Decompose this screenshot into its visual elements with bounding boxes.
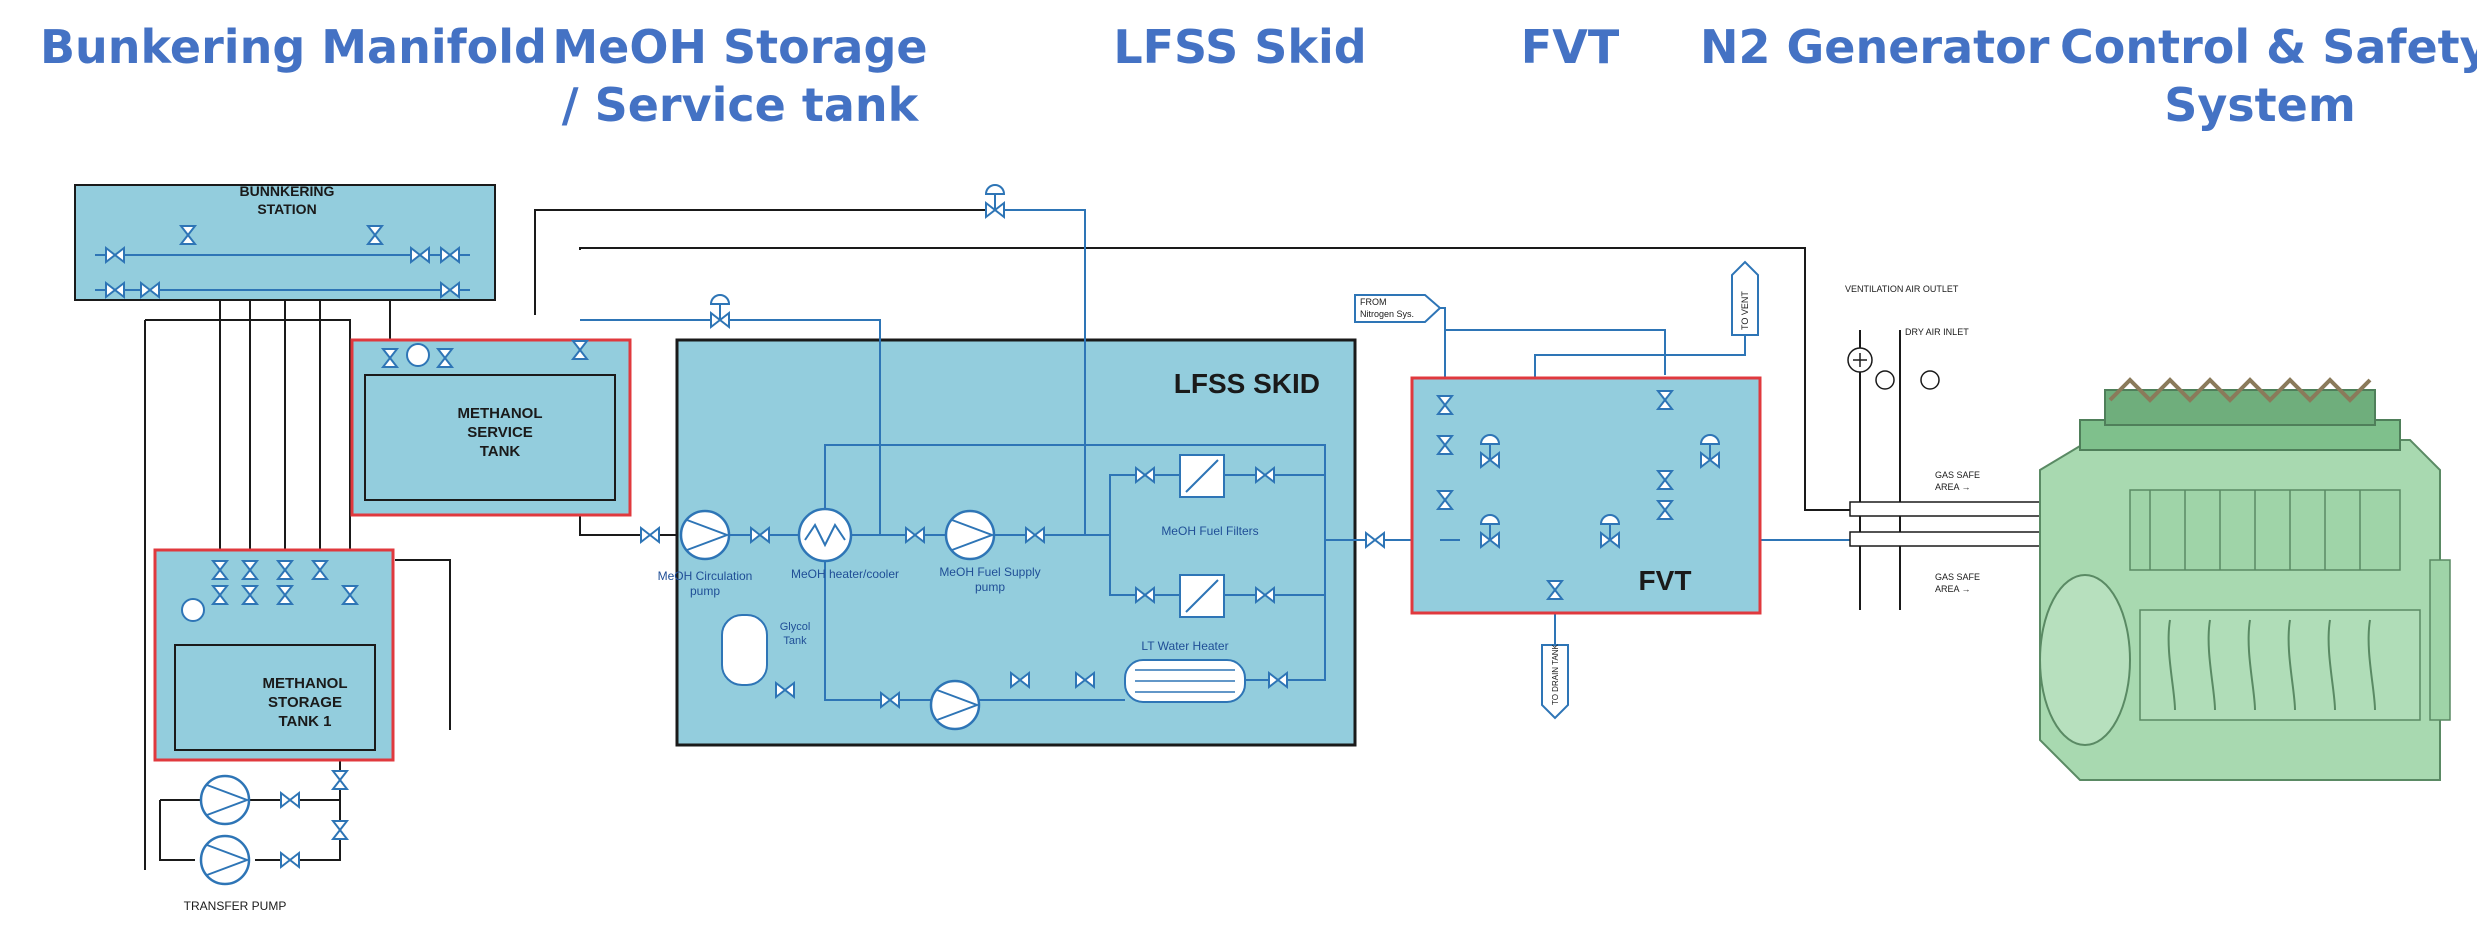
ventilation-outlet-label: VENTILATION AIR OUTLET	[1845, 284, 1959, 294]
to-drain-label: TO DRAIN TANK	[1551, 643, 1560, 705]
header-control-safety-line2: System	[2164, 78, 2356, 132]
glycol-tank-label-1: Glycol	[780, 621, 811, 633]
circulation-pump-label-2: pump	[690, 584, 720, 598]
bunkering-station-label-1: BUNNKERING	[240, 183, 335, 199]
fuel-filters-label: MeOH Fuel Filters	[1161, 524, 1258, 538]
transfer-pumps: TRANSFER PUMP	[184, 770, 348, 913]
bunkering-station-label-2: STATION	[257, 201, 316, 217]
fvt-connections: FROM Nitrogen Sys. TO VENT TO DRAIN TANK	[1354, 260, 1759, 720]
gas-safe-area-2-label-2: AREA →	[1935, 584, 1971, 594]
header-n2-generator-text: N2 Generator	[1700, 20, 2050, 74]
fuel-supply-pump-label-1: MeOH Fuel Supply	[939, 565, 1040, 579]
from-nitrogen-label-2: Nitrogen Sys.	[1360, 309, 1414, 319]
service-tank-label-3: TANK	[480, 443, 521, 460]
header-n2-generator: N2 Generator	[1700, 18, 2049, 76]
service-tank-label-1: METHANOL	[458, 405, 543, 422]
lt-water-heater-label: LT Water Heater	[1141, 639, 1228, 653]
header-fvt-text: FVT	[1520, 20, 1620, 74]
methanol-storage-tank: METHANOL STORAGE TANK 1	[153, 548, 395, 762]
header-bunkering-manifold: Bunkering Manifold	[40, 18, 547, 76]
header-meoh-storage-line1: MeOH Storage	[552, 20, 928, 74]
gas-safe-area-2-label-1: GAS SAFE	[1935, 572, 1980, 582]
header-control-safety-line1: Control & Safety	[2060, 20, 2477, 74]
transfer-pump-label: TRANSFER PUMP	[184, 899, 287, 913]
header-control-safety: Control & Safety System	[2060, 18, 2477, 134]
fvt-title: FVT	[1639, 565, 1692, 596]
lfss-skid-title: LFSS SKID	[1174, 368, 1320, 399]
methanol-service-tank: METHANOL SERVICE TANK	[350, 338, 632, 517]
dry-air-inlet-label: DRY AIR INLET	[1905, 327, 1969, 337]
header-lfss-skid-text: LFSS Skid	[1113, 20, 1367, 74]
bunkering-station: BUNNKERING STATION	[74, 183, 496, 301]
gas-safe-area-1-label-2: AREA →	[1935, 482, 1971, 492]
header-meoh-storage-line2: / Service tank	[561, 78, 919, 132]
heater-cooler-label: MeOH heater/cooler	[791, 567, 899, 581]
header-lfss-skid: LFSS Skid	[1090, 18, 1390, 76]
storage-tank-label-1: METHANOL	[263, 675, 348, 692]
service-tank-label-2: SERVICE	[467, 424, 533, 441]
engine-illustration	[2039, 377, 2451, 781]
ventilation-area: VENTILATION AIR OUTLET DRY AIR INLET GAS…	[1845, 284, 2071, 594]
from-nitrogen-label-1: FROM	[1360, 297, 1387, 307]
storage-tank-label-2: STORAGE	[268, 694, 342, 711]
to-vent-label: TO VENT	[1740, 291, 1750, 330]
circulation-pump-label-1: MeOH Circulation	[658, 569, 753, 583]
fuel-supply-pump-label-2: pump	[975, 580, 1005, 594]
gas-safe-area-1-label-1: GAS SAFE	[1935, 470, 1980, 480]
glycol-tank-label-2: Tank	[783, 635, 807, 647]
header-fvt: FVT	[1490, 18, 1650, 76]
storage-tank-label-3: TANK 1	[278, 713, 331, 730]
lfss-components: MeOH Circulation pump MeOH heater/cooler…	[640, 184, 1385, 731]
header-bunkering-manifold-text: Bunkering Manifold	[40, 20, 547, 74]
header-meoh-storage: MeOH Storage / Service tank	[540, 18, 940, 134]
fvt-unit: FVT	[1410, 376, 1762, 615]
